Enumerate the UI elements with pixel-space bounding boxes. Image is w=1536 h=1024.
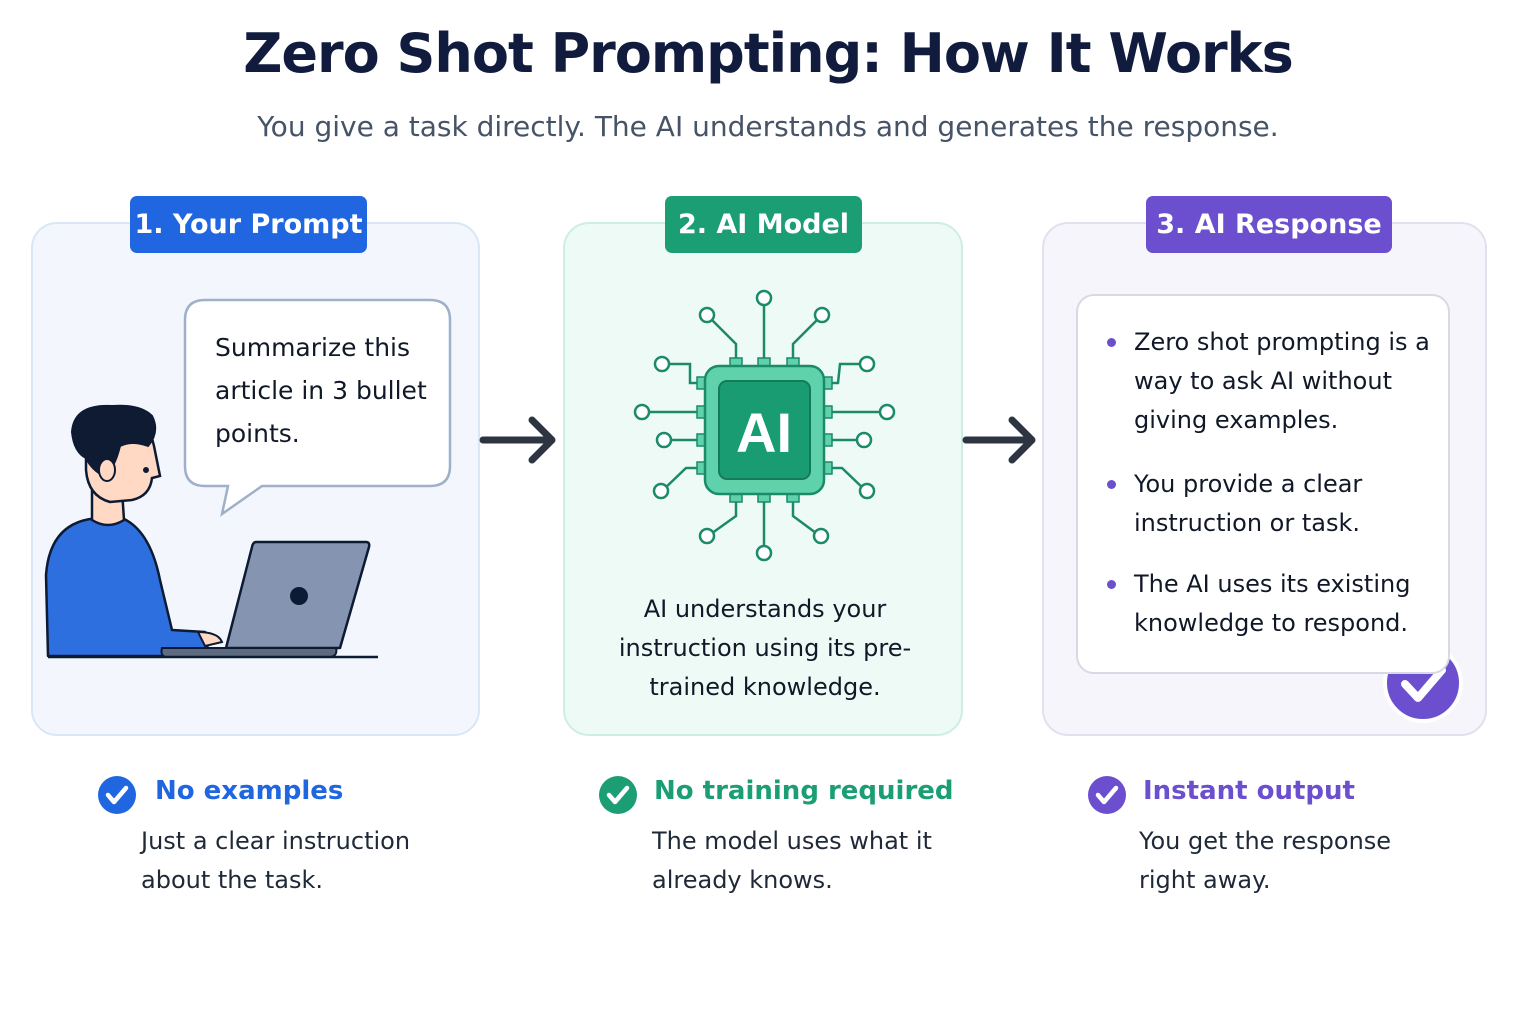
prompt-bubble-text: Summarize this article in 3 bullet point… [215, 333, 427, 448]
response-bullet: You provide a clear instruction or task. [1134, 470, 1363, 537]
feature-description: The model uses what it already knows. [652, 827, 932, 894]
check-circle-icon [599, 776, 637, 814]
page-title: Zero Shot Prompting: How It Works [243, 22, 1294, 85]
laptop-icon [48, 540, 378, 659]
person-icon [44, 404, 224, 658]
arrow-right-icon [962, 416, 1036, 464]
model-description: AI understands your instruction using it… [618, 595, 912, 701]
response-card [1076, 294, 1450, 674]
response-bullet: The AI uses its existing knowledge to re… [1134, 570, 1411, 637]
feature-title: Instant output [1143, 776, 1355, 806]
bullet-dot [1107, 580, 1116, 589]
ai-chip-icon: AI [633, 289, 896, 562]
step-2-label: 2. AI Model [665, 196, 862, 253]
bullet-dot [1107, 338, 1116, 347]
bullet-dot [1107, 480, 1116, 489]
speech-bubble [183, 298, 452, 517]
response-bullet: Zero shot prompting is a way to ask AI w… [1134, 328, 1430, 434]
check-circle-icon [1088, 776, 1126, 814]
check-circle-icon [98, 776, 136, 814]
feature-description: Just a clear instruction about the task. [141, 827, 411, 894]
feature-title: No examples [155, 776, 344, 806]
feature-title: No training required [654, 776, 954, 806]
feature-description: You get the response right away. [1139, 827, 1392, 894]
ai-chip-label: AI [736, 401, 792, 464]
arrow-right-icon [479, 416, 556, 464]
page-subtitle: You give a task directly. The AI underst… [257, 110, 1279, 143]
step-1-label: 1. Your Prompt [130, 196, 367, 253]
step-3-label: 3. AI Response [1146, 196, 1392, 253]
